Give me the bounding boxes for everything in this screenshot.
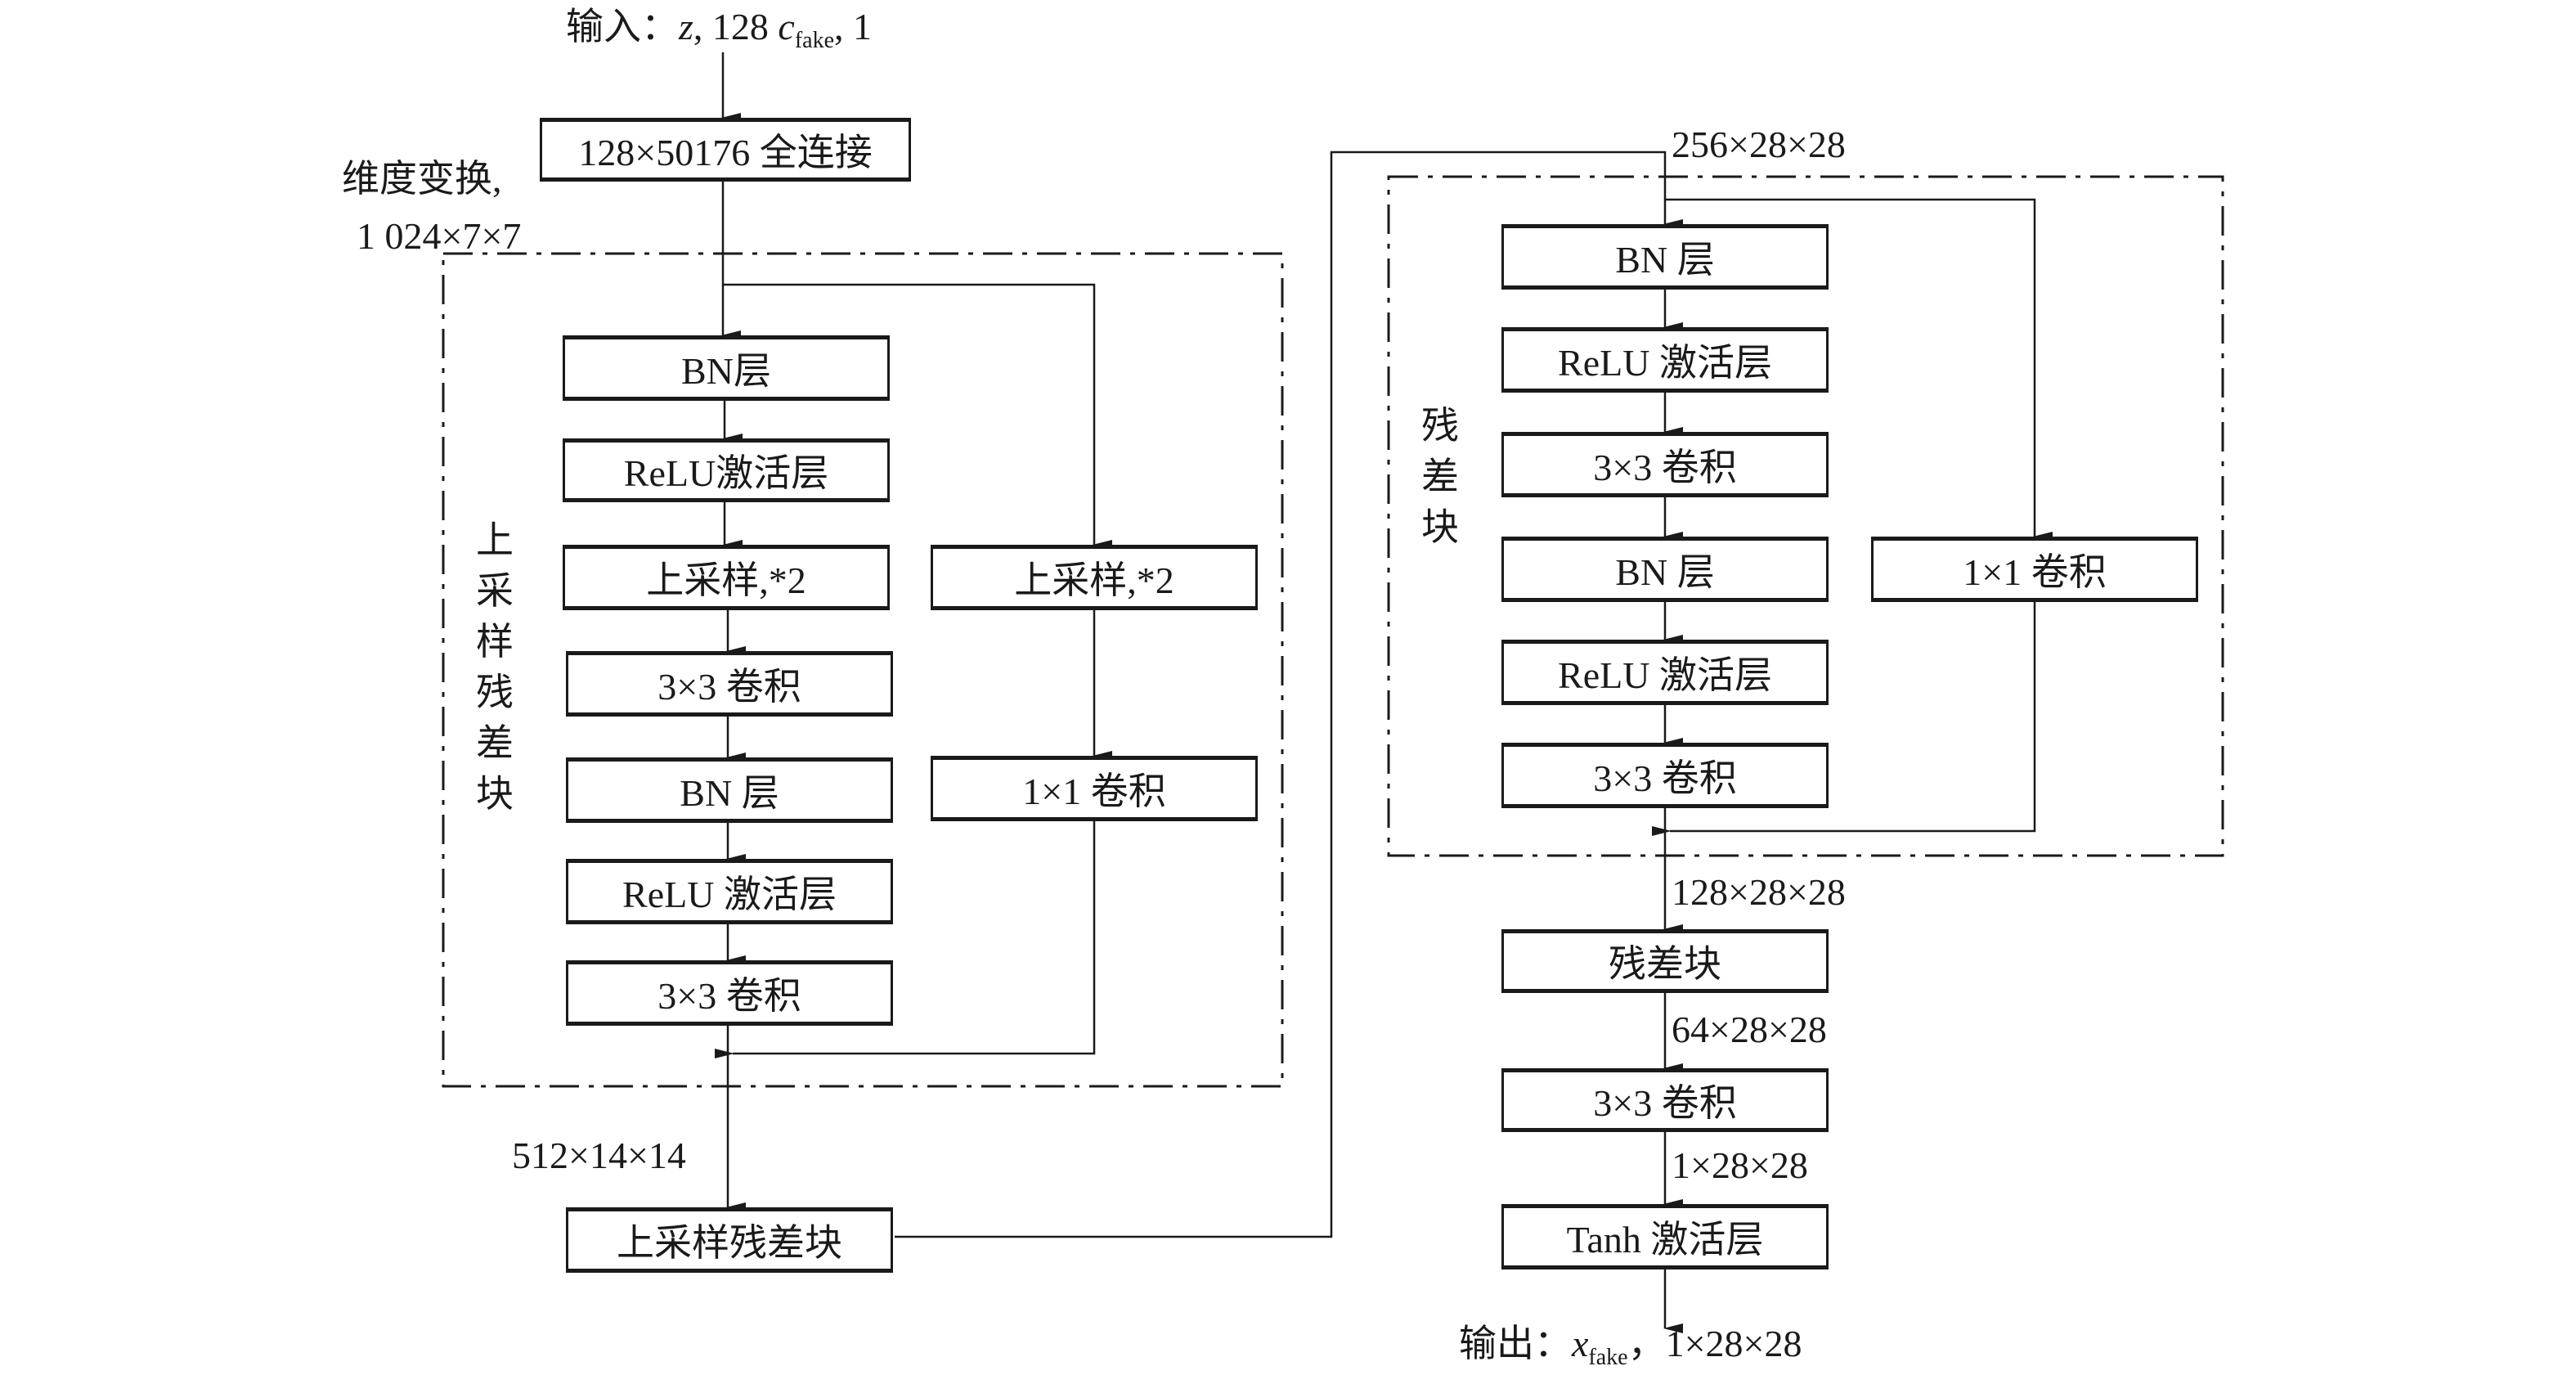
dim-256-label: 256×28×28	[1672, 124, 1846, 165]
res-shortcut-conv1x1-box: 1×1 卷积	[1871, 537, 2198, 602]
output-label: 输出：xfake，1×28×28	[1459, 1323, 1802, 1370]
res-relu2-box: ReLU 激活层	[1501, 640, 1829, 705]
up-shortcut-upsample-box: 上采样,*2	[931, 545, 1258, 610]
reshape-dims-label: 1 024×7×7	[357, 215, 522, 257]
residual-block-box: 残差块	[1501, 929, 1829, 993]
up-block-frame	[442, 252, 1284, 1088]
up-upsample-box: 上采样,*2	[563, 545, 890, 610]
tanh-activation-box: Tanh 激活层	[1501, 1204, 1829, 1269]
up-conv3x3-box: 3×3 卷积	[566, 651, 893, 717]
dim-512-label: 512×14×14	[512, 1135, 686, 1176]
res-conv3x3-2-box: 3×3 卷积	[1501, 743, 1829, 808]
res-bn-box: BN 层	[1501, 224, 1829, 290]
dim-1-label: 1×28×28	[1672, 1144, 1808, 1186]
up-shortcut-conv1x1-box: 1×1 卷积	[931, 756, 1258, 821]
up-bn-box: BN层	[563, 335, 890, 401]
res-block-frame	[1387, 175, 2224, 857]
up-bn2-box: BN 层	[566, 757, 893, 823]
res-bn2-box: BN 层	[1501, 537, 1829, 602]
res-block-title: 残差块	[1421, 405, 1459, 548]
reshape-label: 维度变换,	[342, 158, 502, 200]
upsample-residual-block-box: 上采样残差块	[566, 1207, 893, 1273]
fully-connected-box: 128×50176 全连接	[540, 118, 911, 182]
up-relu-box: ReLU激活层	[563, 438, 890, 502]
dim-128-label: 128×28×28	[1672, 871, 1846, 913]
input-label: 输入：z, 128 cfake, 1	[566, 6, 873, 53]
up-block-title: 上采样残差块	[476, 519, 514, 815]
dim-64-label: 64×28×28	[1672, 1009, 1827, 1050]
res-relu-box: ReLU 激活层	[1501, 327, 1829, 393]
res-conv3x3-box: 3×3 卷积	[1501, 432, 1829, 497]
final-conv3x3-box: 3×3 卷积	[1501, 1068, 1829, 1132]
up-relu2-box: ReLU 激活层	[566, 859, 893, 924]
up-conv3x3-2-box: 3×3 卷积	[566, 960, 893, 1026]
